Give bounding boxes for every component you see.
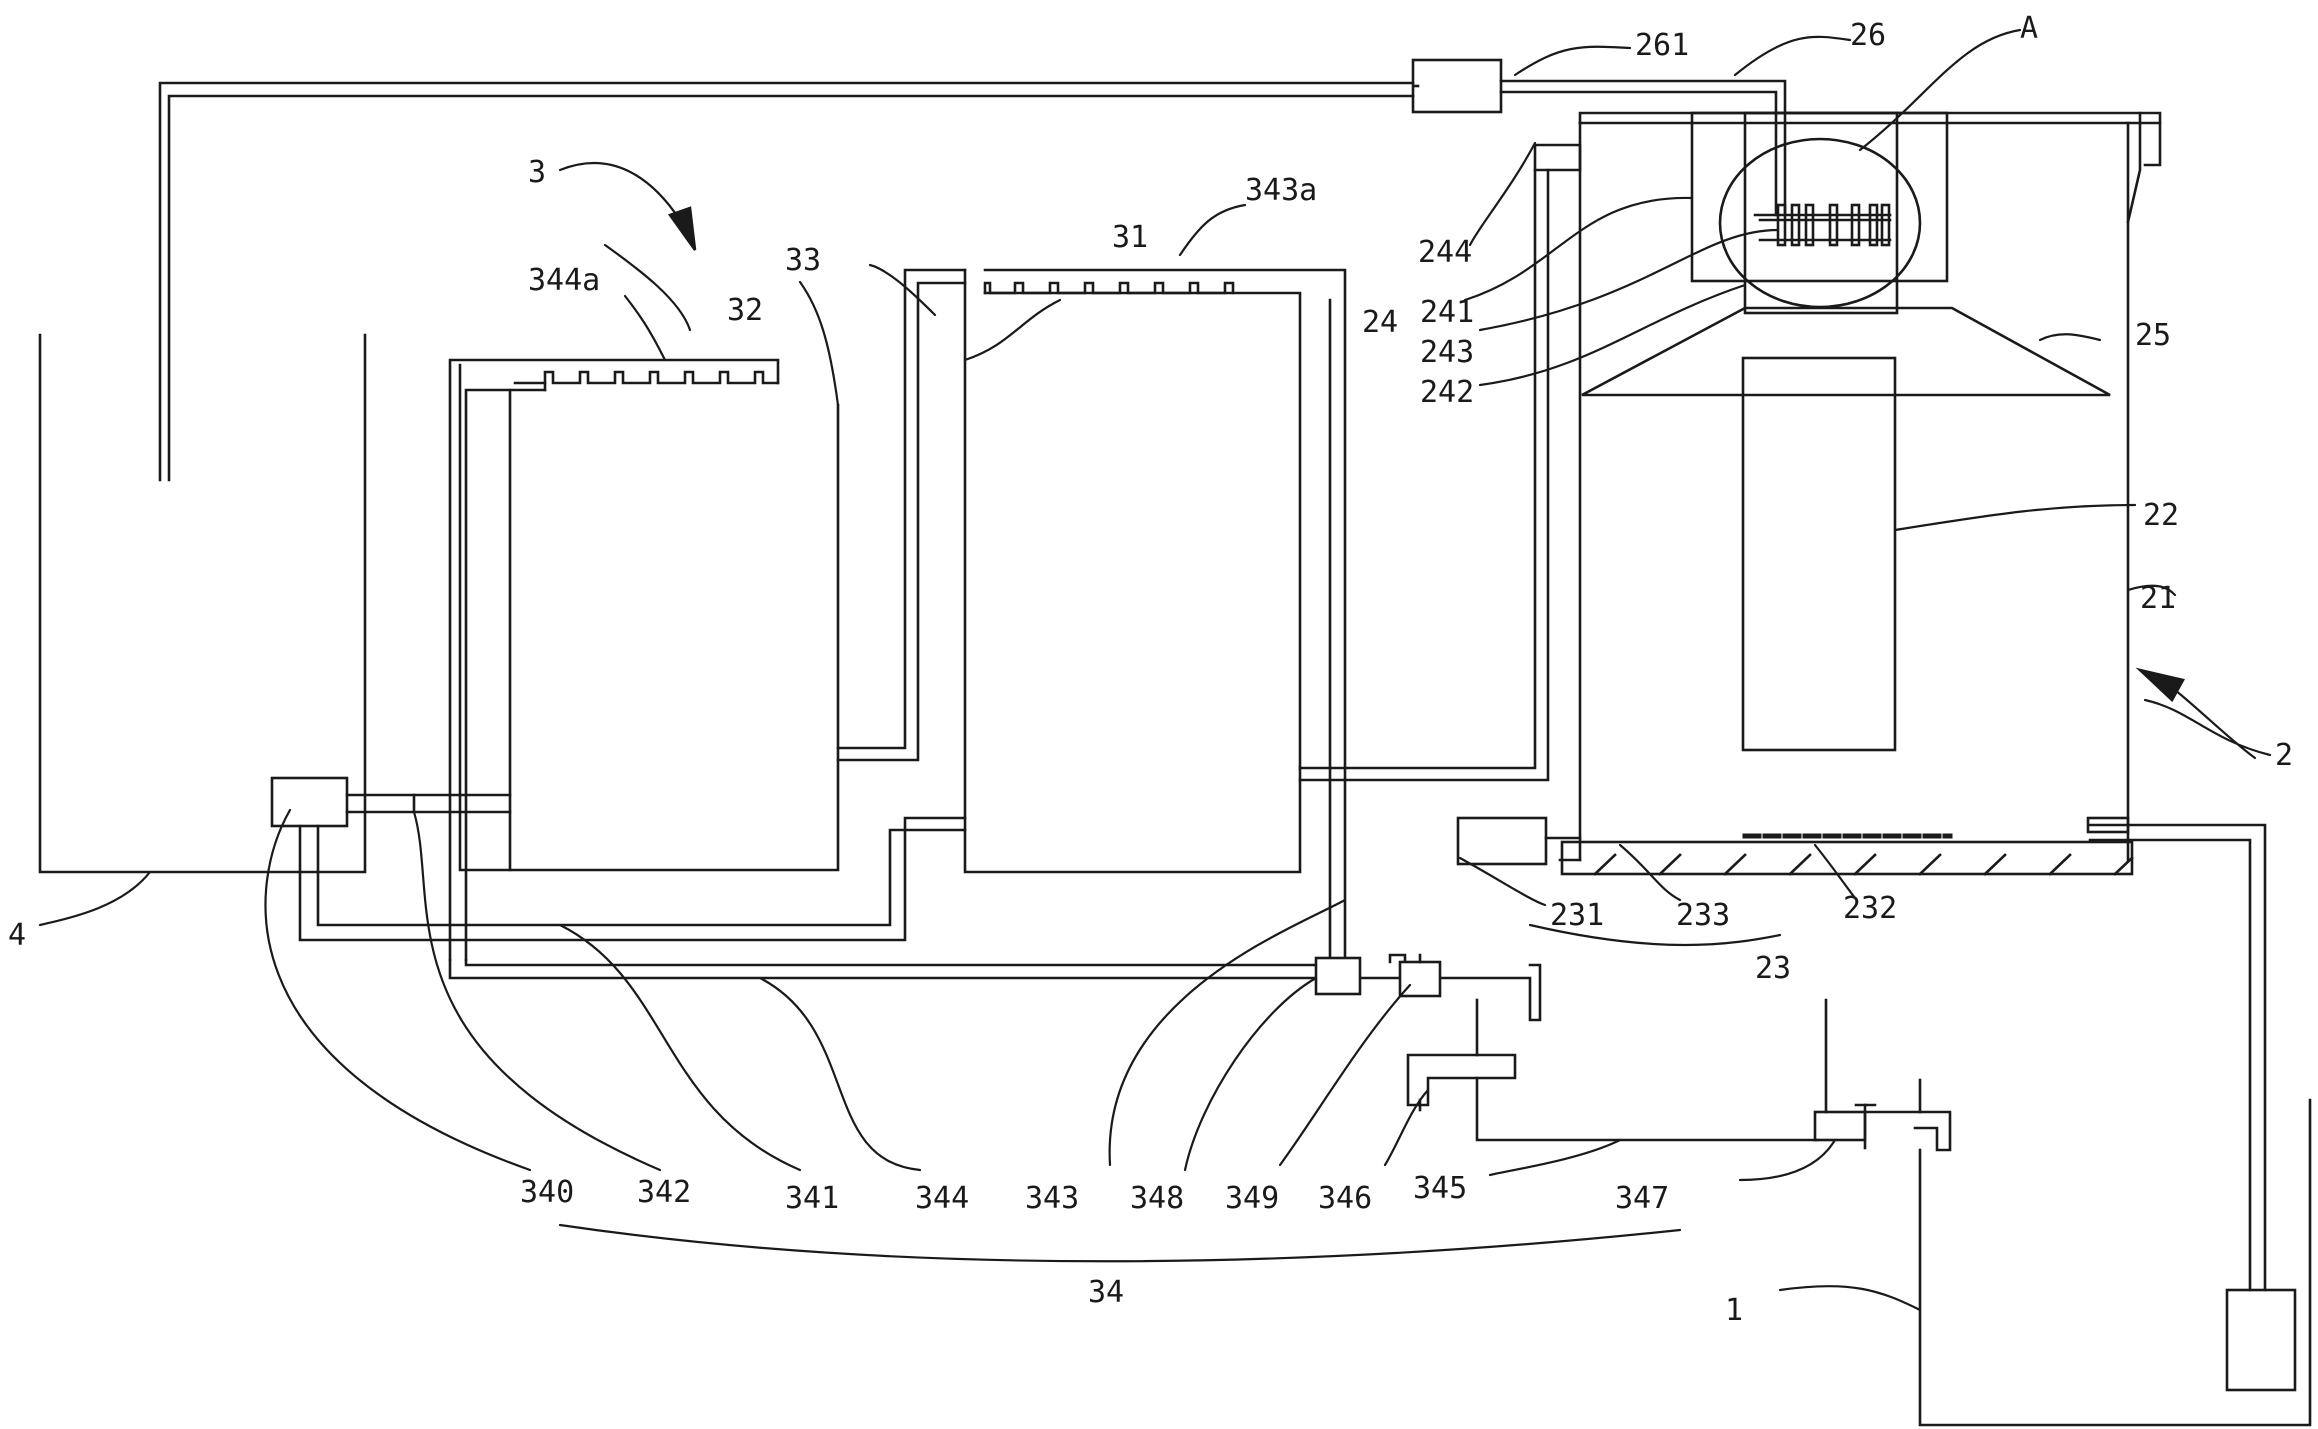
arrow-2: [2135, 667, 2257, 760]
label-24: 24: [1362, 305, 1398, 340]
label-344: 344: [915, 1181, 969, 1216]
label-4: 4: [8, 918, 26, 953]
sensor-box-261: [1411, 58, 1503, 114]
label-342: 342: [637, 1175, 691, 1210]
label-242: 242: [1420, 375, 1474, 410]
base-plate-23: [1560, 840, 2134, 876]
arrow-3: [558, 161, 697, 251]
label-26: 26: [1850, 18, 1886, 53]
base-hatching: [1593, 853, 2134, 876]
inner-tube-22: [1741, 356, 1897, 752]
nozzle-array-243: [1758, 203, 1892, 247]
valve-347: [1813, 1110, 1867, 1142]
valve-348: [1314, 956, 1362, 996]
label-32: 32: [727, 293, 763, 328]
label-33: 33: [785, 243, 821, 278]
label-244: 244: [1418, 235, 1472, 270]
collection-tank: [2225, 1288, 2297, 1392]
top-pipe-26: [158, 58, 1787, 482]
label-241: 241: [1420, 295, 1474, 330]
label-344a: 344a: [528, 263, 600, 298]
label-25: 25: [2135, 318, 2171, 353]
leader-lines: [38, 28, 2272, 1312]
tank-4: [38, 333, 367, 874]
label-346: 346: [1318, 1181, 1372, 1216]
supply-pipe-345: [1406, 998, 2312, 1427]
label-349: 349: [1225, 1181, 1279, 1216]
label-243: 243: [1420, 335, 1474, 370]
cone-25: [1581, 306, 2111, 397]
cylinder-2: [1456, 111, 2297, 1392]
label-22: 22: [2143, 498, 2179, 533]
label-232: 232: [1843, 891, 1897, 926]
label-1: 1: [1725, 1293, 1743, 1328]
label-340: 340: [520, 1175, 574, 1210]
pump-box-340: [270, 776, 349, 828]
tank-31: [963, 268, 1347, 874]
label-31: 31: [1112, 220, 1148, 255]
label-34: 34: [1088, 1275, 1124, 1310]
sensor-box-231: [1456, 816, 1548, 866]
label-231: 231: [1550, 898, 1604, 933]
overflow-pipe-33: [836, 268, 967, 762]
label-341: 341: [785, 1181, 839, 1216]
label-261: 261: [1635, 28, 1689, 63]
tank-32: [448, 358, 840, 962]
label-348: 348: [1130, 1181, 1184, 1216]
manifold-34: [270, 776, 1542, 1022]
label-347: 347: [1615, 1181, 1669, 1216]
label-23: 23: [1755, 951, 1791, 986]
label-345: 345: [1413, 1171, 1467, 1206]
label-3: 3: [528, 155, 546, 190]
detail-circle-A: [1718, 137, 1922, 309]
label-2: 2: [2275, 738, 2293, 773]
label-343: 343: [1025, 1181, 1079, 1216]
label-21: 21: [2140, 581, 2176, 616]
label-233: 233: [1676, 898, 1730, 933]
label-A: A: [2020, 11, 2038, 46]
label-343a: 343a: [1245, 173, 1317, 208]
outflow-pipe-31-to-2: [1298, 168, 1550, 782]
